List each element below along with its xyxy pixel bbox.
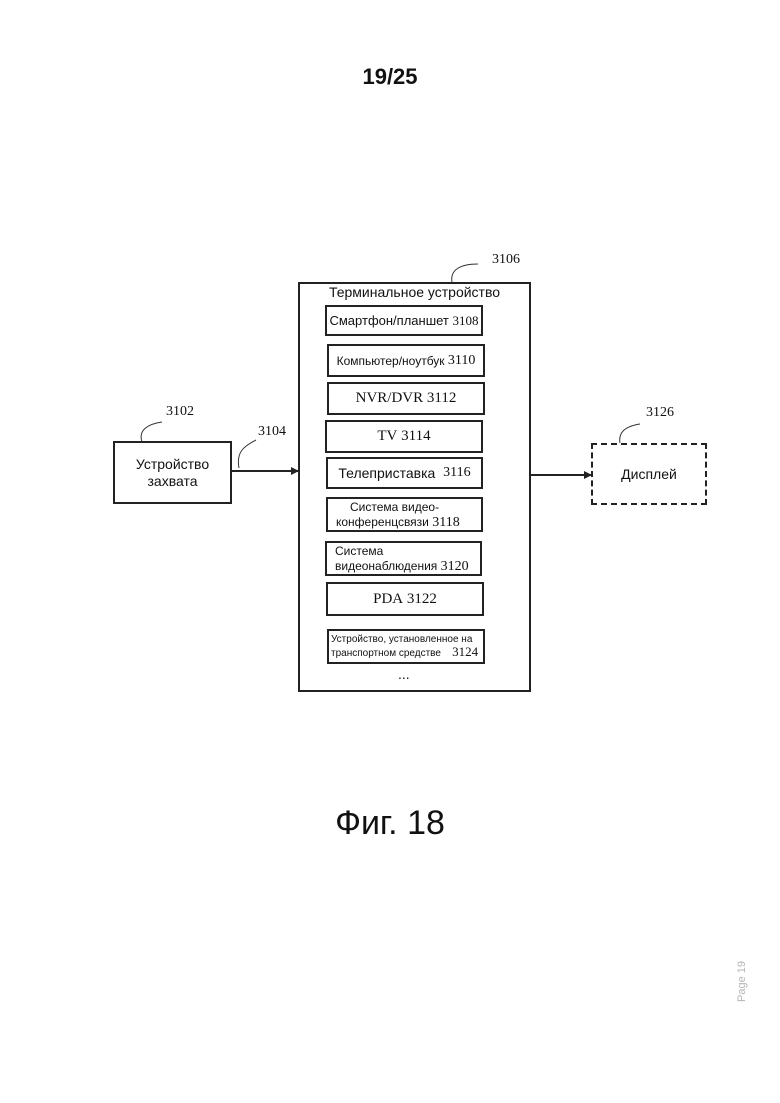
item-ref: 3108 (453, 313, 479, 329)
item-ref: 3120 (441, 559, 469, 574)
item-ref: 3112 (427, 390, 456, 407)
item-label-line2: транспортном средстве (331, 648, 441, 659)
terminal-item-nvr-dvr: NVR/DVR 3112 (327, 382, 485, 415)
item-label: Смартфон/планшет (329, 313, 448, 328)
ref-label-capture: 3102 (166, 404, 194, 420)
item-label: Компьютер/ноутбук (337, 354, 445, 368)
leader-3106 (452, 264, 478, 282)
item-ref: 3114 (401, 428, 430, 445)
terminal-device-title: Терминальное устройство (298, 284, 531, 300)
capture-device-box: Устройство захвата (113, 441, 232, 504)
ref-label-display: 3126 (646, 405, 674, 421)
terminal-item-tv: TV 3114 (325, 420, 483, 453)
item-label-line2-row: транспортном средстве 3124 (331, 646, 478, 660)
item-label-line2-row: видеонаблюдения 3120 (335, 559, 469, 574)
terminal-item-set-top-box: Телеприставка 3116 (326, 457, 483, 489)
display-box: Дисплей (591, 443, 707, 505)
item-ref: 3122 (407, 591, 437, 608)
leader-3104 (238, 440, 256, 468)
display-label: Дисплей (621, 466, 677, 482)
item-label: Телеприставка (338, 465, 435, 481)
capture-device-label-line2: захвата (147, 473, 197, 490)
item-label-line2: конференцсвязи (336, 515, 429, 529)
item-ref: 3110 (448, 353, 475, 369)
page-stamp: Page 19 (736, 962, 748, 1002)
item-ref: 3116 (443, 465, 470, 481)
item-label-line1: Система (335, 544, 383, 559)
terminal-item-pda: PDA 3122 (326, 582, 484, 616)
item-label-line1: Система видео- (336, 500, 439, 515)
item-ref: 3124 (452, 644, 478, 659)
terminal-item-computer: Компьютер/ноутбук 3110 (327, 344, 485, 377)
terminal-item-smartphone: Смартфон/планшет 3108 (325, 305, 483, 336)
item-label: TV (377, 428, 397, 445)
ref-label-link: 3104 (258, 424, 286, 440)
capture-device-label-line1: Устройство (136, 456, 209, 473)
item-label-line2: видеонаблюдения (335, 559, 437, 573)
terminal-item-video-surveillance: Система видеонаблюдения 3120 (325, 541, 482, 576)
item-label: PDA (373, 591, 403, 608)
terminal-item-video-conferencing: Система видео- конференцсвязи 3118 (326, 497, 483, 532)
ref-label-terminal: 3106 (492, 252, 520, 268)
item-label: NVR/DVR (356, 390, 424, 407)
item-ref: 3118 (432, 515, 459, 530)
terminal-more-ellipsis: ... (398, 666, 410, 682)
item-label-line2-row: конференцсвязи 3118 (336, 515, 460, 530)
figure-caption: Фиг. 18 (0, 804, 780, 843)
leader-3102 (141, 422, 162, 442)
leader-3126 (620, 424, 640, 443)
terminal-item-vehicle-device: Устройство, установленное на транспортно… (327, 629, 485, 664)
